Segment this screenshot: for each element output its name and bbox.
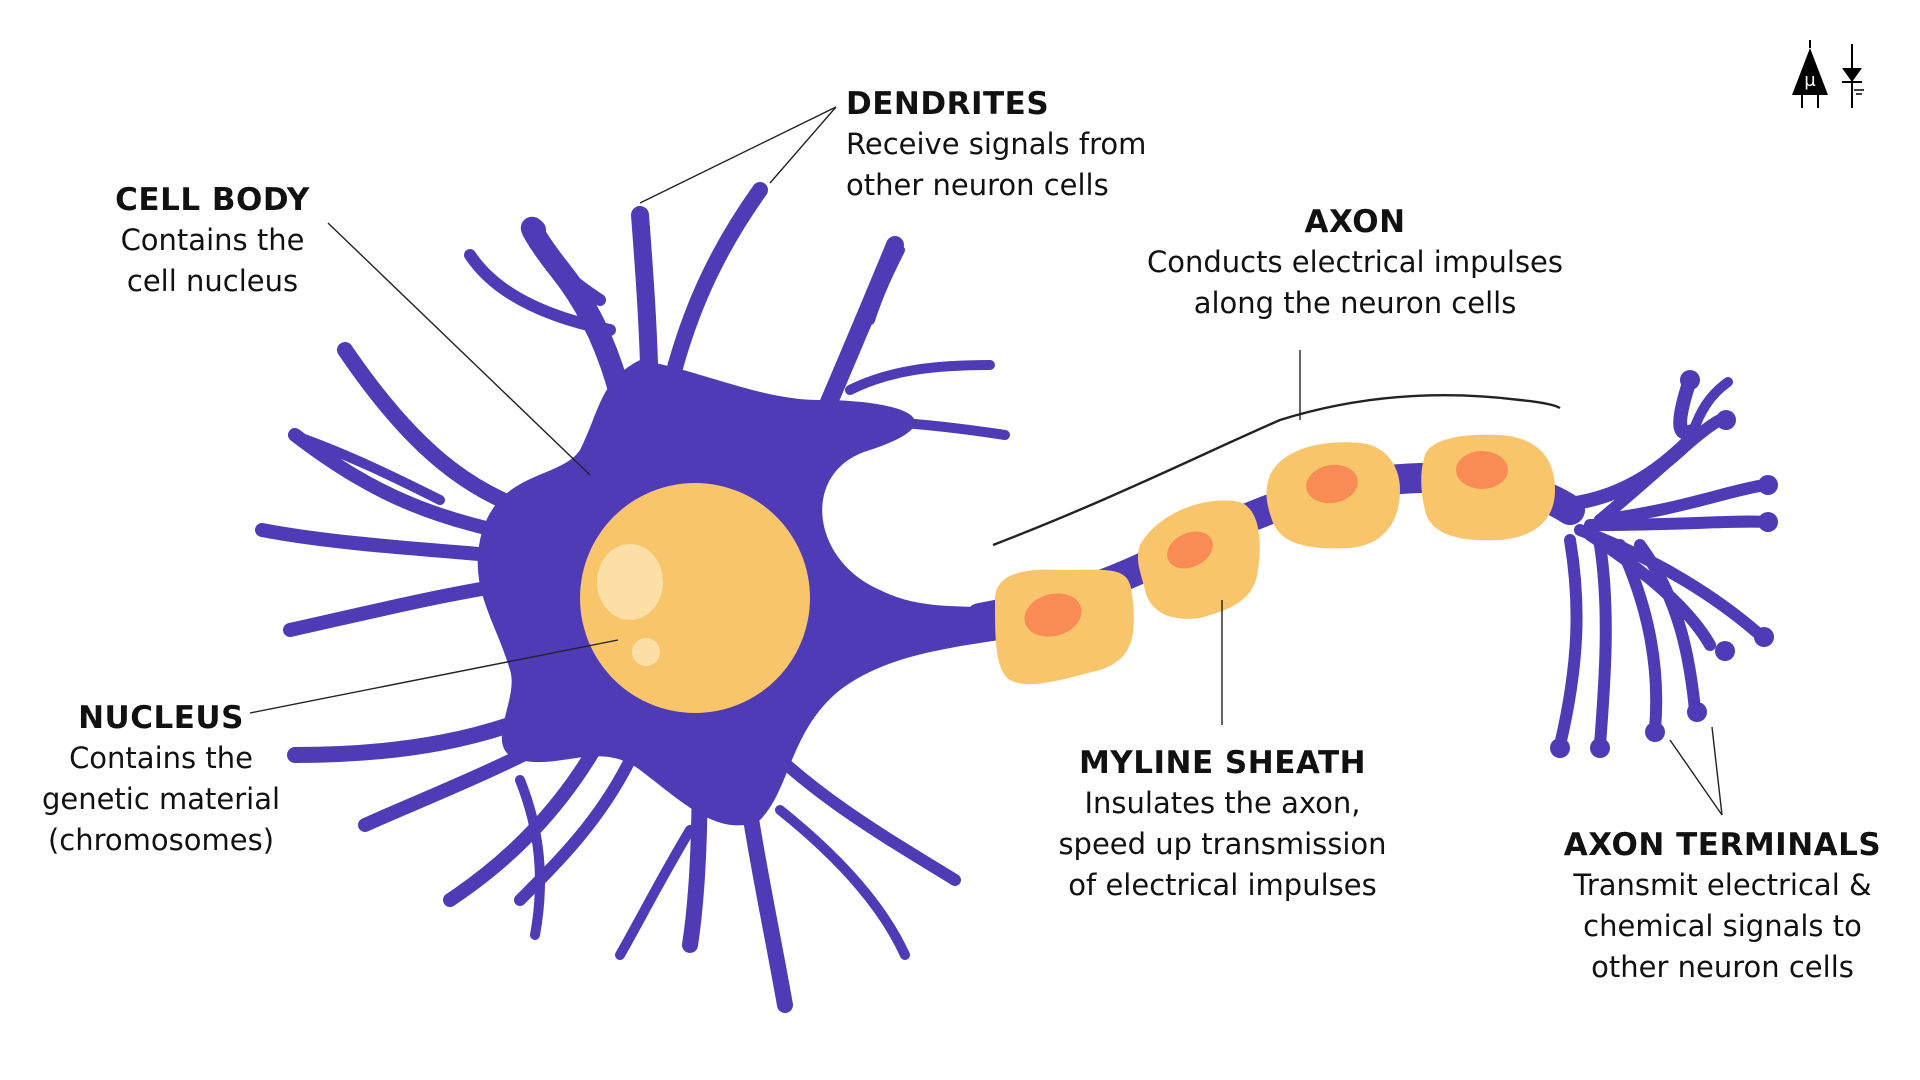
logo-glyph: μ — [1804, 70, 1816, 91]
nucleus-line-2: genetic material — [41, 782, 281, 816]
nucleus-line-3: (chromosomes) — [47, 823, 275, 857]
axon-description: Conducts electrical impulses along the n… — [1120, 242, 1590, 324]
axon-terminals-line-3: other neuron cells — [1591, 950, 1854, 984]
dendrites-line-1: Receive signals from — [846, 127, 1147, 161]
leader-dendrites-a — [639, 106, 837, 204]
dendrites-title: DENDRITES — [846, 86, 1050, 122]
cell-body-line-1: Contains the — [120, 223, 305, 257]
label-myline-sheath: MYLINE SHEATH Insulates the axon, speed … — [1050, 743, 1395, 906]
cell-body-title: CELL BODY — [115, 182, 310, 218]
myline-sheath-title: MYLINE SHEATH — [1078, 745, 1367, 781]
label-cell-body: CELL BODY Contains the cell nucleus — [95, 180, 330, 302]
nucleus-title: NUCLEUS — [78, 700, 244, 736]
axon-title: AXON — [1304, 204, 1406, 240]
myline-sheath-line-1: Insulates the axon, — [1084, 786, 1361, 820]
nucleus-description: Contains the genetic material (chromosom… — [30, 738, 292, 861]
label-axon: AXON Conducts electrical impulses along … — [1120, 202, 1590, 324]
myline-sheath-line-2: speed up transmission — [1058, 827, 1387, 861]
cell-body-description: Contains the cell nucleus — [95, 220, 330, 302]
axon-line-2: along the neuron cells — [1193, 286, 1517, 320]
label-dendrites: DENDRITES Receive signals from other neu… — [846, 84, 1146, 206]
axon-line-1: Conducts electrical impulses — [1146, 245, 1564, 279]
leader-cell-body — [327, 222, 591, 476]
label-axon-terminals: AXON TERMINALS Transmit electrical & che… — [1550, 825, 1895, 988]
leader-dendrites-b — [769, 106, 837, 184]
axon-terminals-line-1: Transmit electrical & — [1573, 868, 1872, 902]
leader-lines — [249, 106, 1723, 816]
leader-nucleus — [249, 639, 619, 714]
axon-terminals-title: AXON TERMINALS — [1563, 827, 1882, 863]
leader-terminals-b — [1711, 726, 1723, 816]
myline-sheath-description: Insulates the axon, speed up transmissio… — [1050, 783, 1395, 906]
nucleus-line-1: Contains the — [69, 741, 253, 775]
nucleus — [580, 483, 810, 713]
cell-body-line-2: cell nucleus — [126, 264, 299, 298]
dendrites-description: Receive signals from other neuron cells — [846, 124, 1146, 206]
axon-terminals-line-2: chemical signals to — [1583, 909, 1862, 943]
brand-logo-icon: μ — [1792, 40, 1864, 108]
label-nucleus: NUCLEUS Contains the genetic material (c… — [30, 698, 292, 861]
axon-terminals-description: Transmit electrical & chemical signals t… — [1550, 865, 1895, 988]
axon-terminals — [1553, 373, 1771, 751]
myline-sheath-line-3: of electrical impulses — [1068, 868, 1377, 902]
axon-terminal-bulbs — [1550, 370, 1778, 758]
myelin-sheath — [995, 434, 1555, 685]
leader-terminals-a — [1669, 739, 1723, 816]
axon-bracket — [992, 393, 1561, 547]
dendrites-line-2: other neuron cells — [846, 168, 1109, 202]
